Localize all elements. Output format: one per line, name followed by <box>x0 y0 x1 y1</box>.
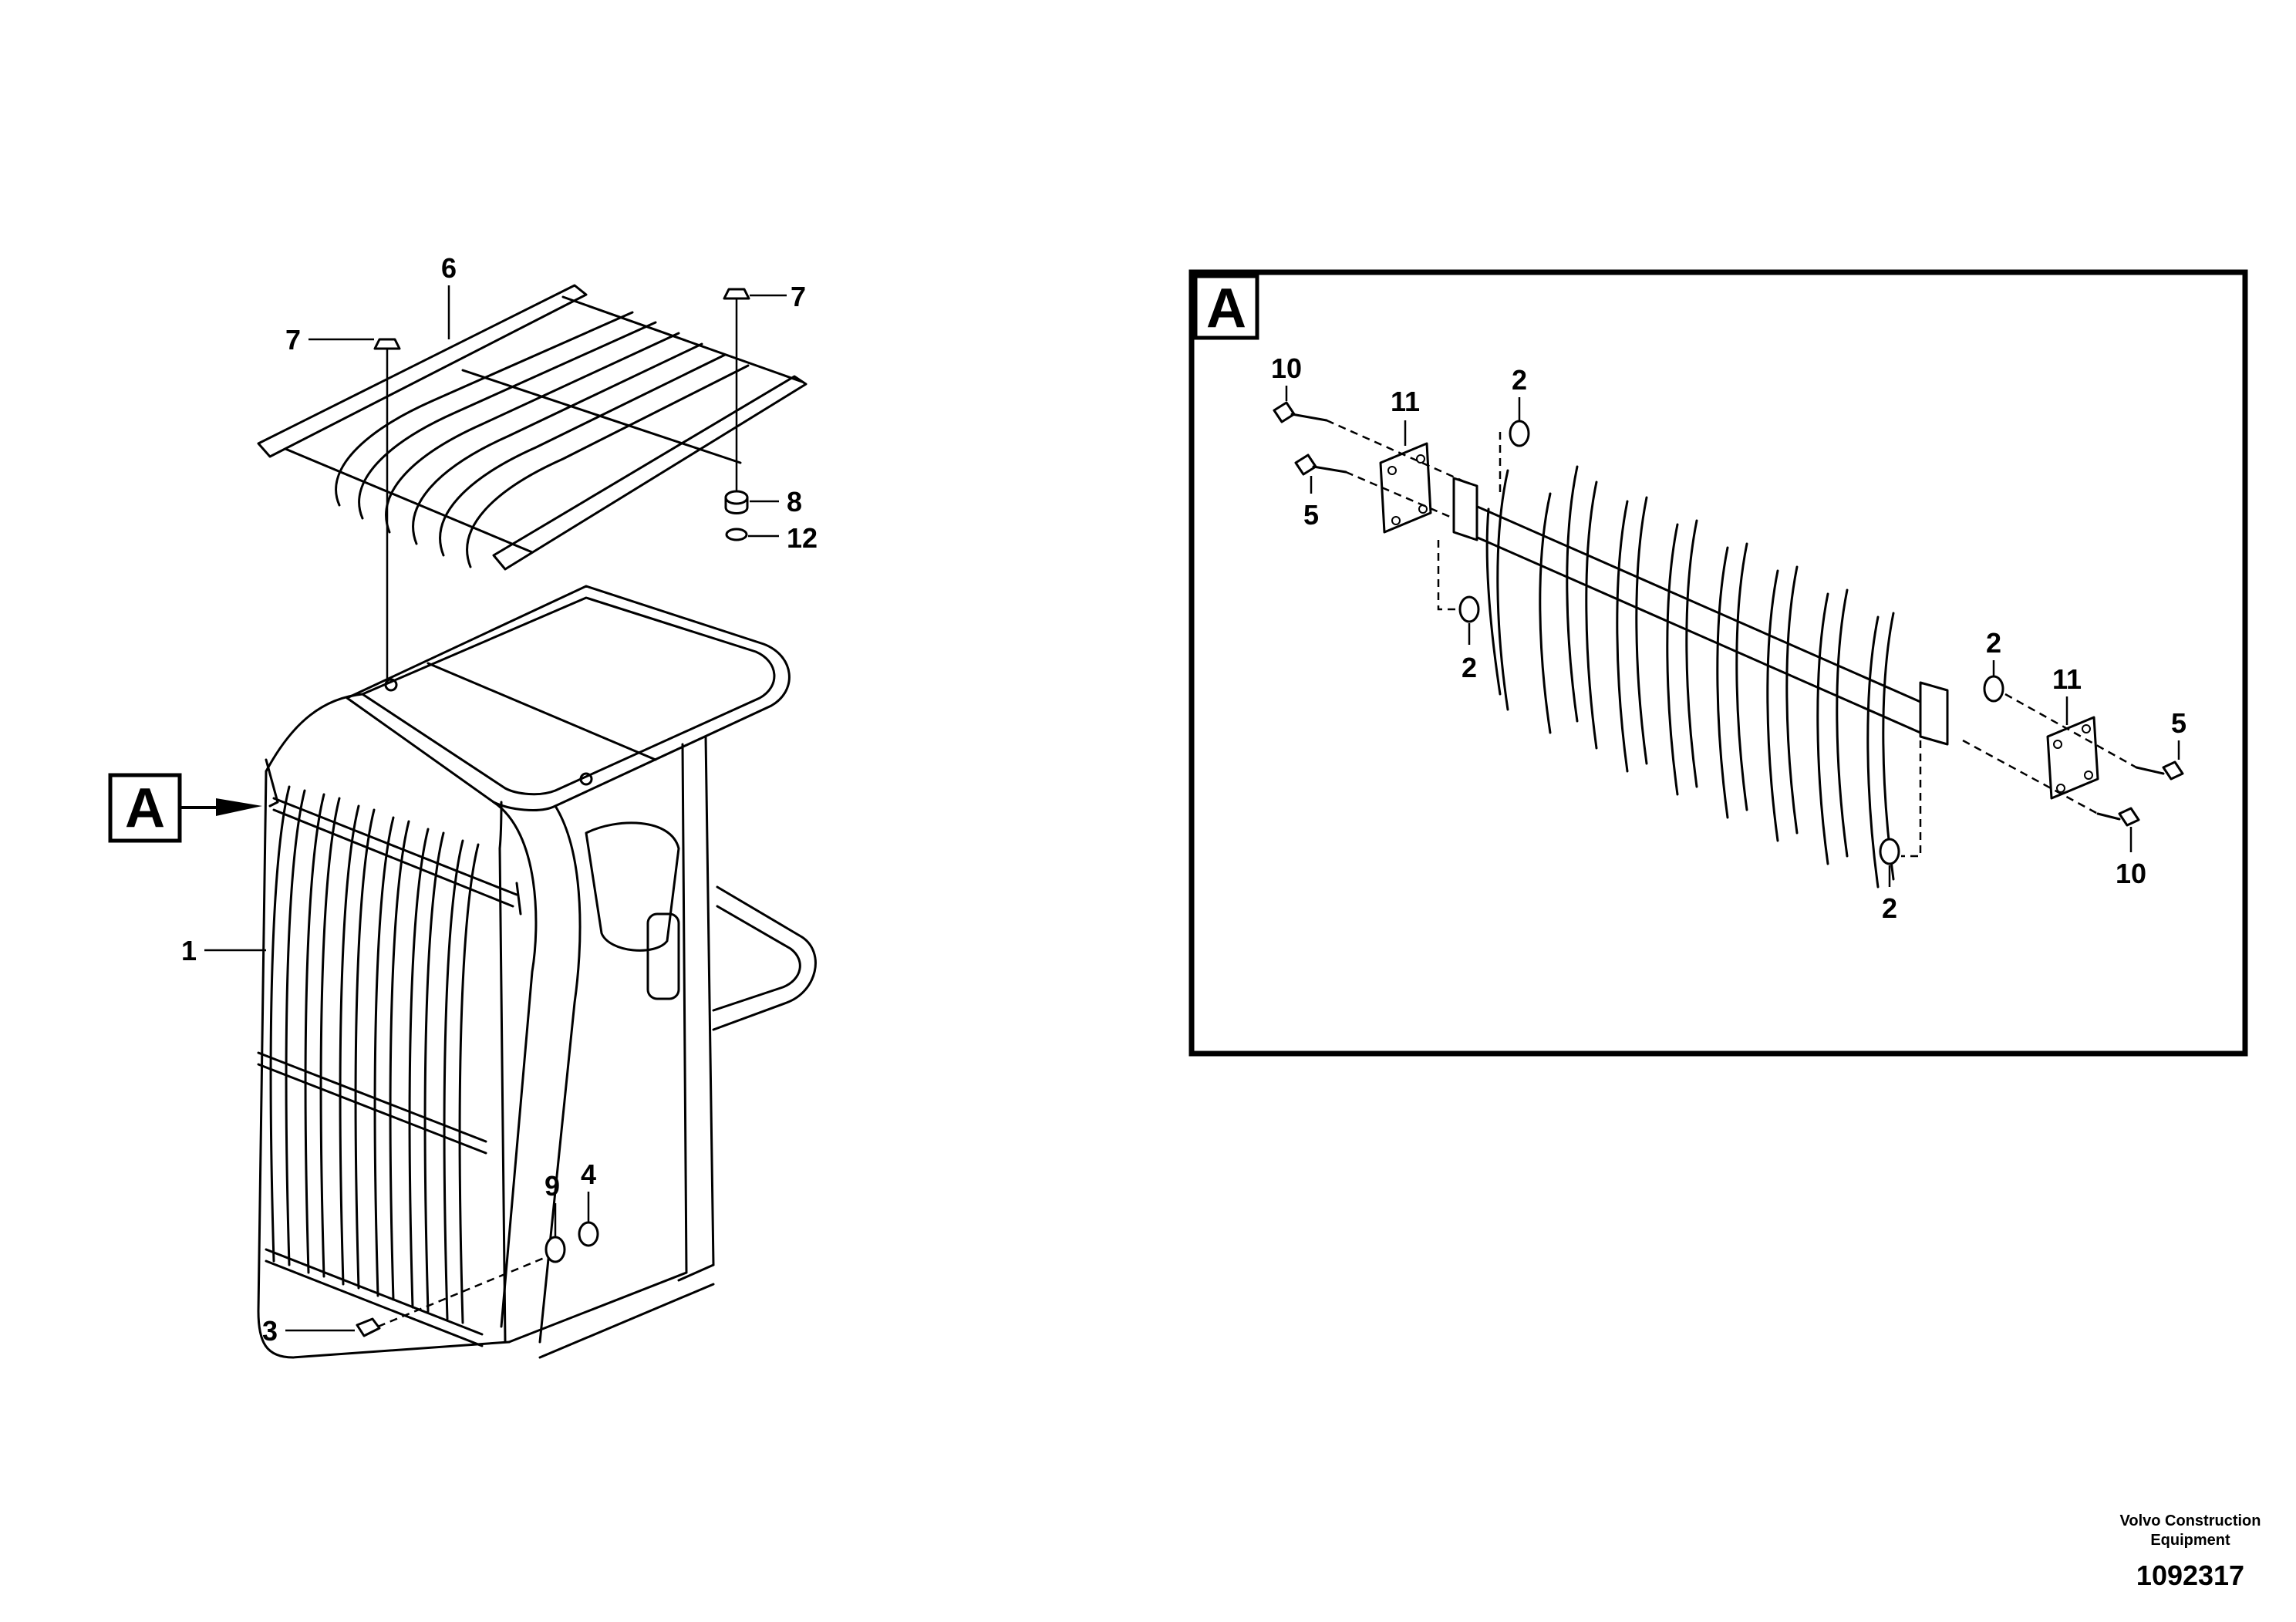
callout-11-left: 11 <box>1391 386 1420 417</box>
overview-hardware <box>204 285 787 1337</box>
maker-name-line2: Equipment <box>2150 1532 2230 1549</box>
callout-5-right: 5 <box>2171 707 2186 739</box>
callout-12: 12 <box>787 522 818 554</box>
callout-8: 8 <box>787 486 802 518</box>
callout-4: 4 <box>581 1158 596 1190</box>
front-guard-part-1 <box>257 758 522 1347</box>
view-a-reference <box>108 773 262 843</box>
callout-10-bottom: 10 <box>2116 858 2146 889</box>
callout-2-right: 2 <box>1986 627 2001 659</box>
callout-2-top: 2 <box>1512 364 1527 396</box>
callout-1: 1 <box>181 935 197 966</box>
callout-9: 9 <box>544 1170 560 1202</box>
callout-6: 6 <box>441 252 457 284</box>
top-guard-part-6 <box>257 284 807 571</box>
detail-view-a <box>1188 269 2248 1057</box>
callout-2-mid: 2 <box>1462 652 1477 683</box>
maker-name-line1: Volvo Construction <box>2120 1512 2261 1529</box>
callout-11-right: 11 <box>2052 663 2082 695</box>
document-number: 1092317 <box>2136 1560 2244 1591</box>
view-a-reference-label: A <box>125 777 165 839</box>
callout-7-left: 7 <box>285 324 301 356</box>
operator-cab <box>257 585 817 1359</box>
detail-frame <box>1188 269 2248 1057</box>
detail-title-box <box>1193 274 1259 340</box>
detail-view-a-title: A <box>1206 278 1246 339</box>
callout-3: 3 <box>262 1315 278 1347</box>
callout-5-left: 5 <box>1303 499 1319 531</box>
callout-7-right: 7 <box>791 281 806 312</box>
callout-2-bottom: 2 <box>1882 892 1897 924</box>
callout-10-top: 10 <box>1271 352 1302 384</box>
